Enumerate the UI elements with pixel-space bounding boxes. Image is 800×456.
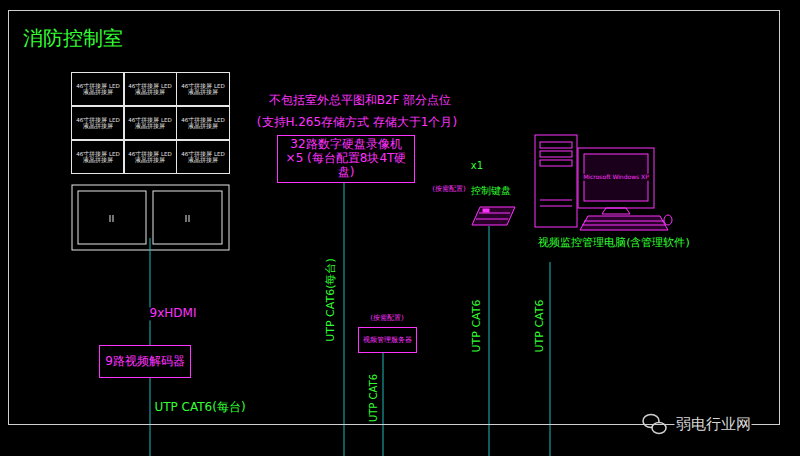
video-wall-screen: 46寸拼接屏 LED液晶拼接屏: [176, 106, 230, 140]
node-label: 46寸拼接屏 LED液晶拼接屏: [128, 83, 172, 96]
video-wall-screen: 46寸拼接屏 LED液晶拼接屏: [123, 72, 177, 106]
cable-label: UTP CAT6(每台): [325, 257, 337, 343]
note-text: (支持H.265存储方式 存储大于1个月): [256, 116, 458, 129]
room-title: 消防控制室: [23, 27, 123, 50]
room-frame: 46寸拼接屏 LED液晶拼接屏 46寸拼接屏 LED液晶拼接屏 46寸拼接屏 LED…: [8, 10, 780, 425]
video-wall-screen: 46寸拼接屏 LED液晶拼接屏: [71, 72, 125, 106]
cable-label: UTP CAT6: [534, 299, 546, 354]
node-label: 46寸拼接屏 LED液晶拼接屏: [181, 117, 225, 130]
screen-text: Microsoft Windows XP: [582, 174, 650, 181]
node-label: 46寸拼接屏 LED液晶拼接屏: [181, 83, 225, 96]
cable-label: UTP CAT6(每台): [153, 401, 246, 414]
node-label: 视频管理服务器: [363, 336, 412, 344]
cable-line: [383, 353, 384, 456]
video-wall-screen: 46寸拼接屏 LED液晶拼接屏: [71, 140, 125, 174]
node-label: 46寸拼接屏 LED液晶拼接屏: [76, 151, 120, 164]
video-wall-screen: 46寸拼接屏 LED液晶拼接屏: [123, 140, 177, 174]
quantity-label: x1: [470, 160, 484, 171]
video-wall-screen: 46寸拼接屏 LED液晶拼接屏: [176, 72, 230, 106]
dvr-box: 32路数字硬盘录像机×5 (每台配置8块4T硬盘): [277, 135, 415, 183]
signal-label: 9xHDMI: [149, 307, 198, 320]
device-label: 视频监控管理电脑(含管理软件): [537, 237, 691, 249]
node-label: 9路视频解码器: [105, 355, 185, 369]
cable-line: [344, 183, 345, 456]
watermark: 弱电行业网: [675, 416, 752, 433]
watermark-icon: [643, 415, 666, 434]
cable-line: [489, 226, 490, 456]
computer-icon: [535, 135, 672, 230]
cable-line: [150, 238, 151, 345]
node-label: 46寸拼接屏 LED液晶拼接屏: [128, 151, 172, 164]
cable-label: UTP CAT6: [368, 373, 379, 423]
node-label: 32路数字硬盘录像机×5 (每台配置8块4T硬盘): [282, 138, 410, 179]
control-keyboard-icon: [472, 207, 515, 225]
node-label: 46寸拼接屏 LED液晶拼接屏: [128, 117, 172, 130]
node-label: 46寸拼接屏 LED液晶拼接屏: [76, 117, 120, 130]
node-label: 46寸拼接屏 LED液晶拼接屏: [76, 83, 120, 96]
device-label: 控制键盘: [470, 185, 512, 196]
cable-line: [150, 378, 151, 456]
video-wall-screen: 46寸拼接屏 LED液晶拼接屏: [176, 140, 230, 174]
cable-line: [550, 262, 551, 456]
decoder-box: 9路视频解码器: [99, 345, 191, 378]
cat6-cables: [150, 183, 550, 456]
node-note: (按需配置): [370, 314, 403, 322]
note-text: 不包括室外总平图和B2F 部分点位: [268, 94, 453, 107]
cable-label: UTP CAT6: [471, 299, 483, 354]
video-wall-screen: 46寸拼接屏 LED液晶拼接屏: [71, 106, 125, 140]
server-box: (按需配置)视频管理服务器: [358, 327, 417, 353]
note-text: (按需配置): [431, 186, 466, 194]
node-label: 46寸拼接屏 LED液晶拼接屏: [181, 151, 225, 164]
video-wall-screen: 46寸拼接屏 LED液晶拼接屏: [123, 106, 177, 140]
